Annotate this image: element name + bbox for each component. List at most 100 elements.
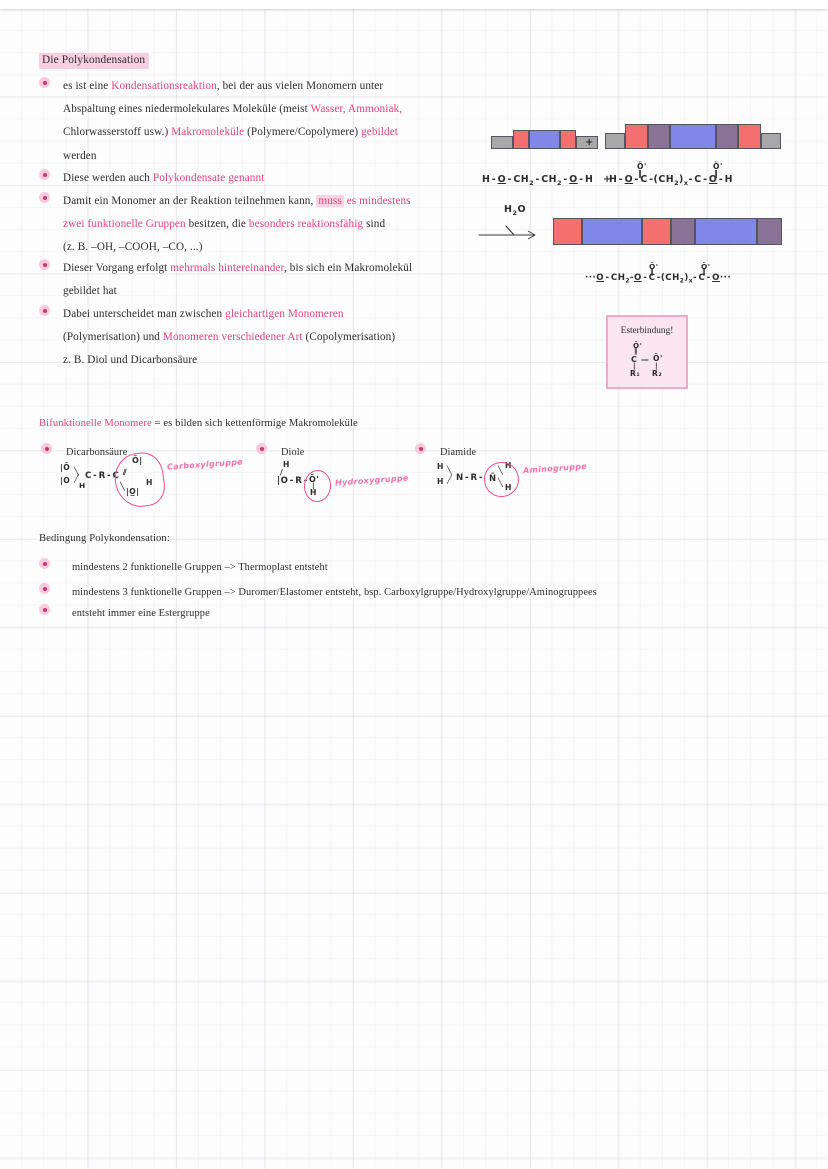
backbone-c-r-c: C - R - C — [85, 471, 120, 481]
block-red — [738, 124, 761, 149]
text-run: werden — [63, 149, 97, 162]
bullet-line: werden — [63, 145, 402, 168]
bullet-text: Dieser Vorgang erfolgt mehrmals hinterei… — [63, 257, 412, 303]
polymer-backbone-formula: ···O - CH2-O - C -(CH2)x- C - O··· — [585, 273, 732, 285]
bullet-item: Damit ein Monomer an der Reaktion teilne… — [39, 190, 449, 260]
block-blue — [582, 218, 642, 245]
bullet-dot-icon — [39, 305, 50, 316]
monomer-left-blocks — [491, 130, 598, 149]
ester-c-atom: C — [631, 355, 638, 364]
text-run: Polykondensate genannt — [152, 172, 265, 184]
ester-double-bond: ‖ — [634, 347, 638, 355]
block-red — [642, 218, 671, 245]
text-run: (Polymere/Copolymere) — [244, 126, 362, 139]
atom-h-upper-left: H — [437, 462, 444, 471]
bullet-line: Dabei unterscheidet man zwischen gleicha… — [63, 303, 395, 326]
atom-o-right: Ō' — [309, 475, 320, 484]
bullet-line: gebildet hat — [63, 280, 412, 303]
esterbindung-title: Esterbindung! — [620, 326, 674, 336]
bedingung-bullet-text: entsteht immer eine Estergruppe — [72, 608, 210, 619]
atom-o-top-right: Ō| — [132, 456, 143, 465]
bullet-dot-icon — [415, 443, 426, 454]
double-bond-marker: ‖ — [702, 268, 706, 276]
bedingung-bullet: mindestens 2 funktionelle Gruppen –> The… — [39, 556, 328, 579]
item-label: Dicarbonsäure — [66, 447, 128, 458]
text-run: besitzen, die — [185, 218, 249, 231]
monomer-left-formula: H - O - CH2 - CH2 - O - H + — [482, 174, 612, 187]
text-run: Dieser Vorgang erfolgt — [63, 262, 171, 274]
bullet-line: es ist eine Kondensationsreaktion, bei d… — [63, 75, 402, 98]
bullet-dot-icon — [39, 169, 50, 180]
text-run: (z. B. –OH, –COOH, –CO, ...) — [63, 241, 203, 254]
bond-to-h-down: ╲ — [498, 478, 504, 487]
bullet-item: Dieser Vorgang erfolgt mehrmals hinterei… — [39, 257, 449, 303]
text-run: Makromoleküle — [171, 126, 245, 139]
block-blue — [695, 218, 757, 245]
double-bond-marker: ‖ — [638, 169, 643, 178]
reaction-arrow-icon — [478, 225, 536, 240]
block-red — [560, 130, 576, 149]
block-gray — [576, 136, 598, 149]
main-heading: Die Polykondensation — [39, 50, 150, 70]
atom-o-bottom: |O̲| — [126, 487, 140, 496]
bullet-dot-icon — [39, 604, 50, 615]
double-bond-marker: ‖ — [714, 169, 719, 178]
item-label: Diole — [281, 447, 305, 458]
text-run: es mindestens — [346, 195, 411, 207]
atom-o-lower: |O — [60, 476, 71, 485]
ester-structure: Ö' ‖ C — Ō' | | R₁ R₂ — [628, 341, 688, 385]
bifunktionelle-item-diamide: Diamide — [415, 441, 476, 464]
hydroxy-group-circle — [302, 469, 333, 503]
text-run: mehrmals hintereinander — [170, 262, 284, 274]
bedingung-bullet-text: mindestens 3 funktionelle Gruppen –> Dur… — [72, 587, 597, 598]
bullet-line: Dieser Vorgang erfolgt mehrmals hinterei… — [63, 257, 412, 280]
bond-upper-diag: ╲ — [447, 466, 453, 475]
text-run: muss — [316, 195, 344, 207]
bullet-dot-icon — [39, 77, 50, 88]
diole-structure: H / |O - R - Ō' | H Hydroxygruppe — [277, 458, 437, 510]
bullet-dot-icon — [39, 558, 50, 569]
atom-h-top: H — [283, 460, 290, 469]
bedingung-bullet-text: mindestens 2 funktionelle Gruppen –> The… — [72, 562, 328, 573]
carboxyl-group-circle — [111, 449, 168, 511]
atom-o-upper: |Ō — [60, 463, 71, 472]
text-run: Chlorwasserstoff usw.) — [63, 126, 172, 139]
ester-o-top: Ö' — [633, 341, 643, 350]
esterbindung-callout-box: Esterbindung! Ö' ‖ C — Ō' | | R₁ R₂ — [606, 315, 688, 389]
bullet-item: Diese werden auch Polykondensate genannt — [39, 167, 439, 190]
text-run: Abspaltung eines niedermolekulares Molek… — [63, 103, 311, 116]
double-bond-diagonal: ⫽ — [123, 468, 128, 477]
block-red — [625, 124, 648, 149]
item-label: Diamide — [440, 447, 477, 458]
block-blue — [670, 124, 716, 149]
bullet-line: z. B. Diol und Dicarbonsäure — [63, 349, 395, 372]
bullet-dot-icon — [39, 259, 50, 270]
text-run: zwei funktionelle Gruppen — [63, 218, 186, 231]
bullet-item: es ist eine Kondensationsreaktion, bei d… — [39, 75, 439, 168]
text-run: gebildet — [361, 126, 399, 139]
bullet-item: Dabei unterscheidet man zwischen gleicha… — [39, 303, 449, 373]
bond-lower-diagonal: ╲ — [120, 482, 126, 491]
ester-o-right: Ō' — [653, 354, 663, 363]
bullet-text: Dabei unterscheidet man zwischen gleicha… — [63, 303, 395, 373]
main-heading-text: Die Polykondensation — [39, 53, 150, 70]
atom-n-right: N̄ — [489, 473, 497, 483]
block-purple — [716, 124, 738, 149]
bond-down: | — [312, 482, 316, 490]
plus-sign-blocks: + — [585, 137, 594, 148]
text-run: (Copolymerisation) — [302, 331, 396, 344]
atom-h-left: H — [79, 481, 86, 490]
bullet-text: Damit ein Monomer an der Reaktion teilne… — [63, 190, 411, 260]
text-run: Dabei unterscheidet man zwischen — [63, 308, 226, 320]
text-run: es ist eine — [63, 80, 112, 92]
bond-vertical: / — [280, 468, 284, 477]
reaction-arrow-group: H2O — [478, 204, 558, 240]
carbonyl-o-label: Ö' — [701, 262, 711, 271]
diamide-structure: H ╲ H ╱ N - R - N̄ ╲ H ╲ H Aminogruppe — [434, 458, 604, 510]
ester-r1: R₁ — [630, 369, 641, 378]
carbonyl-o-label: Ö' — [713, 162, 723, 171]
carbonyl-o-label: Ö' — [649, 262, 659, 271]
backbone-formula: H - O - C -(CH2)x- C - O - H — [609, 174, 733, 187]
